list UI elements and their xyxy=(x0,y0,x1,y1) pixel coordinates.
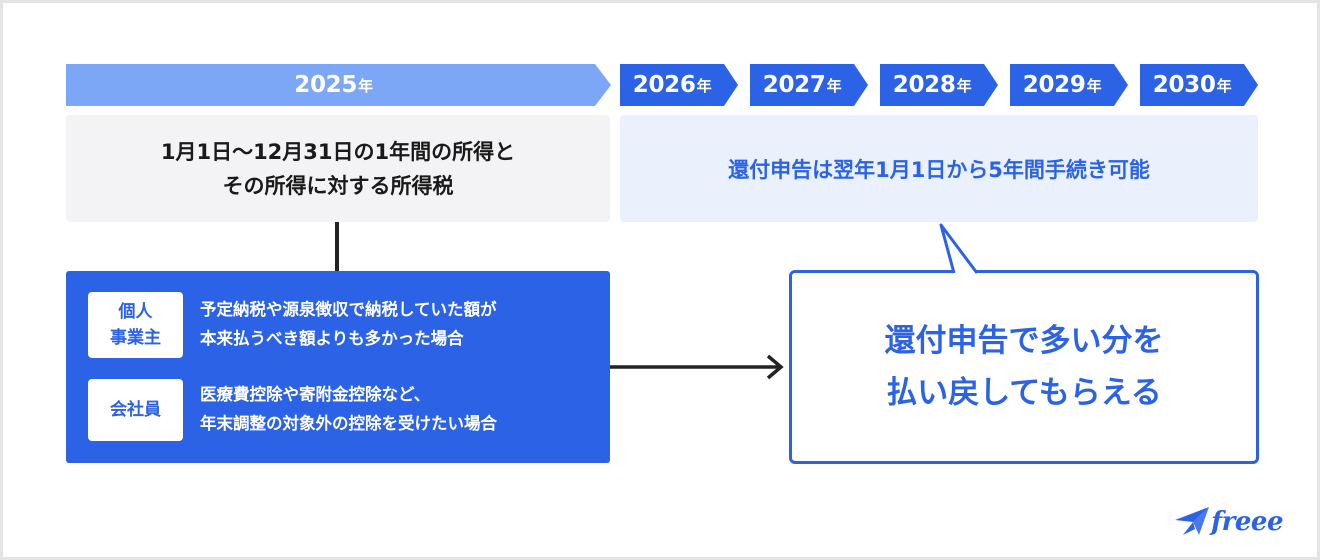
year-unit: 年 xyxy=(1086,76,1102,95)
tag-line: 事業主 xyxy=(110,328,161,348)
cases-box: 個人 事業主 予定納税や源泉徴収で納税していた額が 本来払うべき額よりも多かった… xyxy=(66,271,610,463)
tag-sole-proprietor: 個人 事業主 xyxy=(88,292,183,358)
year-unit: 年 xyxy=(696,76,712,95)
year-unit: 年 xyxy=(358,76,373,95)
right-arrow-icon xyxy=(610,354,784,380)
income-box: 1月1日〜12月31日の1年間の所得と その所得に対する所得税 xyxy=(66,115,610,222)
connector-line xyxy=(335,222,339,272)
refund-period-box: 還付申告は翌年1月1日から5年間手続き可能 xyxy=(620,115,1258,222)
freee-bird-icon xyxy=(1175,507,1209,535)
result-line-1: 還付申告で多い分を xyxy=(884,323,1164,359)
income-line-1: 1月1日〜12月31日の1年間の所得と xyxy=(160,139,516,164)
year-number: 2028 xyxy=(892,72,956,98)
desc-line: 本来払うべき額よりも多かった場合 xyxy=(200,329,464,348)
year-number: 2026 xyxy=(632,72,696,98)
result-line-2: 払い戻してもらえる xyxy=(886,375,1162,411)
desc-line: 医療費控除や寄附金控除など、 xyxy=(200,385,431,404)
year-unit: 年 xyxy=(956,76,972,95)
tag-line: 個人 xyxy=(118,302,153,322)
year-number: 2025 xyxy=(294,72,358,98)
case-description-employee: 医療費控除や寄附金控除など、 年末調整の対象外の控除を受けたい場合 xyxy=(200,380,497,438)
refund-period-text: 還付申告は翌年1月1日から5年間手続き可能 xyxy=(728,157,1150,182)
income-line-2: その所得に対する所得税 xyxy=(222,173,454,198)
year-number: 2030 xyxy=(1152,72,1216,98)
result-bubble: 還付申告で多い分を 払い戻してもらえる xyxy=(789,270,1259,464)
year-number: 2027 xyxy=(762,72,826,98)
desc-line: 予定納税や源泉徴収で納税していた額が xyxy=(200,300,497,319)
freee-logo: freee xyxy=(1173,505,1284,539)
tag-employee: 会社員 xyxy=(88,379,183,441)
year-unit: 年 xyxy=(826,76,842,95)
bubble-tail-icon xyxy=(939,223,979,274)
tag-line: 会社員 xyxy=(110,400,161,420)
year-unit: 年 xyxy=(1216,76,1232,95)
case-description-sole-proprietor: 予定納税や源泉徴収で納税していた額が 本来払うべき額よりも多かった場合 xyxy=(200,295,497,353)
logo-text: freee xyxy=(1211,507,1284,537)
year-number: 2029 xyxy=(1022,72,1086,98)
desc-line: 年末調整の対象外の控除を受けたい場合 xyxy=(200,414,497,433)
